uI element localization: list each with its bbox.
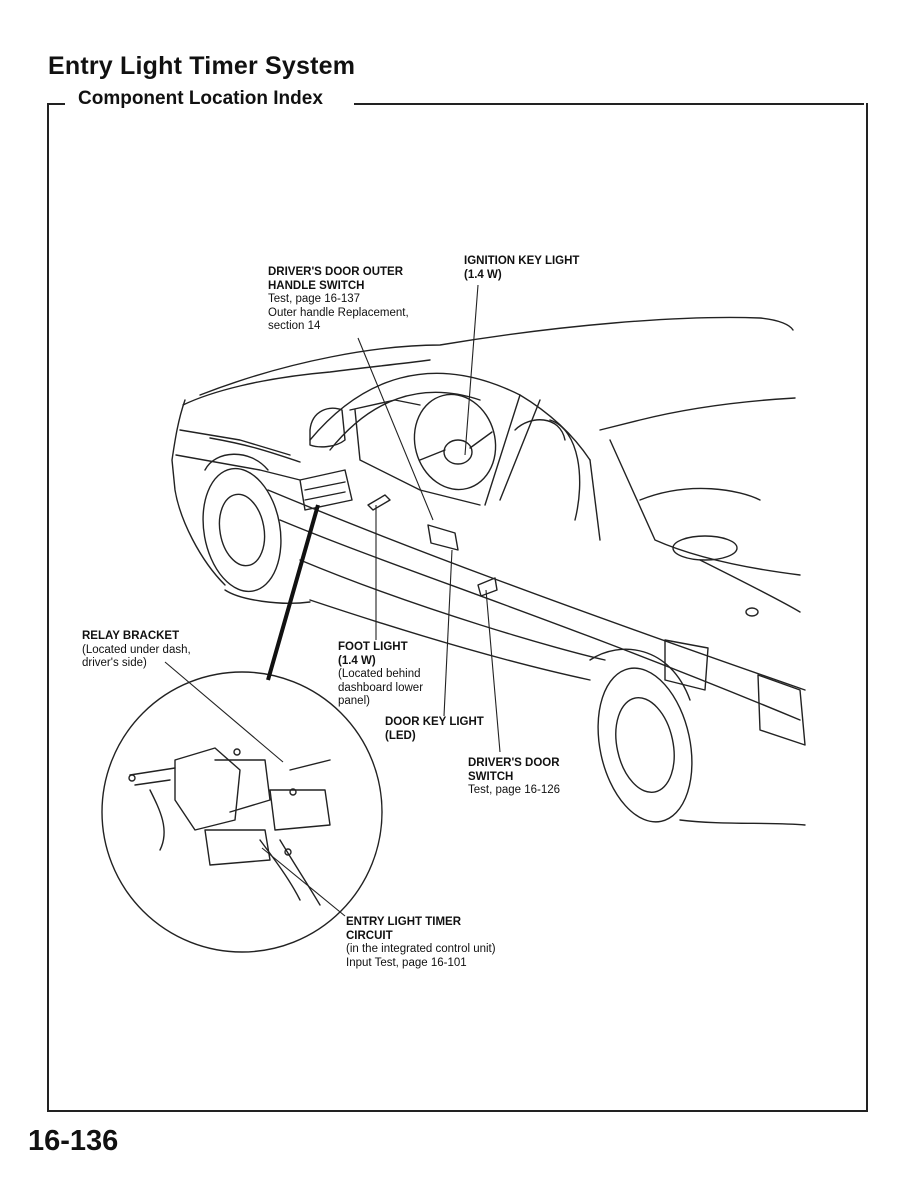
label-foot-light: FOOT LIGHT (1.4 W) (Located behind dashb…	[338, 641, 423, 709]
leader-door-key	[443, 549, 453, 717]
steering-wheel	[413, 393, 497, 491]
label-heading: DRIVER'S DOOR OUTER	[268, 266, 403, 278]
label-heading: DOOR KEY LIGHT	[385, 716, 484, 728]
label-heading: CIRCUIT	[346, 929, 393, 942]
label-heading: IGNITION KEY LIGHT	[464, 255, 580, 267]
content-frame	[47, 103, 868, 1112]
page-number: 16-136	[28, 1125, 119, 1157]
foot-light-lens	[367, 494, 391, 511]
relay-detail-assembly	[128, 747, 331, 906]
label-note: Test, page 16-126	[468, 784, 561, 796]
label-door-key-light: DOOR KEY LIGHT (LED)	[385, 716, 484, 743]
door-switch-part	[477, 577, 498, 597]
label-ignition-key-light: IGNITION KEY LIGHT (1.4 W)	[464, 255, 579, 282]
leader-outer-handle	[357, 337, 434, 521]
side-mirror	[309, 407, 346, 448]
car-roof-outline	[199, 316, 794, 396]
car-hood-outline	[182, 359, 431, 406]
label-heading: (LED)	[385, 729, 416, 742]
leader-timer-circuit	[261, 847, 346, 917]
door-frame	[309, 372, 591, 461]
label-note: Input Test, page 16-101	[346, 956, 467, 969]
label-heading: RELAY BRACKET	[82, 630, 180, 642]
label-note: driver's side)	[82, 657, 147, 669]
frame-top-right-rule	[354, 103, 864, 105]
car-front-outline	[171, 399, 226, 586]
section-title: Component Location Index	[74, 88, 327, 110]
label-heading: FOOT LIGHT	[338, 641, 408, 653]
label-heading: ENTRY LIGHT TIMER	[346, 916, 461, 928]
label-heading: (1.4 W)	[338, 654, 376, 667]
label-note: (Located under dash,	[82, 643, 191, 656]
label-note: Outer handle Replacement,	[268, 306, 409, 319]
label-heading: HANDLE SWITCH	[268, 279, 365, 292]
label-entry-light-timer-circuit: ENTRY LIGHT TIMER CIRCUIT (in the integr…	[346, 916, 496, 970]
label-relay-bracket: RELAY BRACKET (Located under dash, drive…	[82, 630, 191, 671]
leader-relay-bracket	[164, 661, 284, 763]
label-heading: SWITCH	[468, 770, 514, 783]
rear-wheel	[597, 667, 693, 823]
label-note: (Located behind	[338, 668, 421, 680]
label-heading: DRIVER'S DOOR	[468, 757, 560, 769]
relay-detail-pointer	[266, 504, 320, 681]
frame-top-left-rule	[47, 103, 65, 105]
leader-ignition-key	[464, 284, 479, 456]
front-wheel	[202, 467, 282, 593]
label-outer-handle-switch: DRIVER'S DOOR OUTER HANDLE SWITCH Test, …	[268, 266, 409, 334]
leader-door-switch	[485, 589, 501, 753]
label-note: dashboard lower	[338, 681, 424, 694]
relay-detail-circle	[101, 671, 383, 953]
label-note: section 14	[268, 320, 321, 332]
label-note: panel)	[338, 695, 370, 707]
door-key-light	[427, 524, 459, 551]
label-note: Test, page 16-137	[268, 293, 361, 305]
label-note: (in the integrated control unit)	[346, 943, 496, 955]
label-drivers-door-switch: DRIVER'S DOOR SWITCH Test, page 16-126	[468, 757, 560, 798]
page-title: Entry Light Timer System	[48, 52, 356, 80]
label-heading: (1.4 W)	[464, 268, 502, 281]
